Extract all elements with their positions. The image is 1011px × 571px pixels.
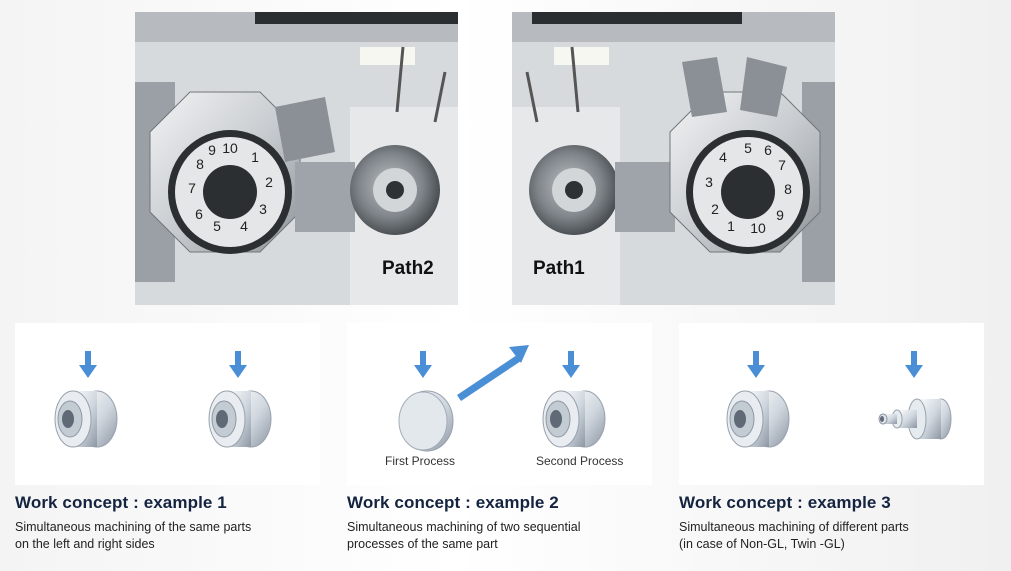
down-arrow-icon (905, 351, 923, 378)
example-1-diagram (15, 323, 320, 485)
diagonal-arrow-icon (457, 345, 529, 401)
down-arrow-icon (79, 351, 97, 378)
svg-text:7: 7 (188, 180, 196, 196)
svg-text:8: 8 (196, 156, 204, 172)
blank-part-icon (398, 390, 454, 452)
example-1-title: Work concept : example 1 (15, 493, 227, 512)
svg-text:7: 7 (778, 157, 786, 173)
stepped-part-icon (726, 390, 790, 448)
path-label: Path1 (533, 258, 585, 279)
svg-text:6: 6 (195, 206, 203, 222)
example-3-title: Work concept : example 3 (679, 493, 891, 512)
svg-text:10: 10 (222, 140, 238, 156)
svg-text:1: 1 (727, 218, 735, 234)
svg-text:2: 2 (265, 174, 273, 190)
stepped-part-icon (54, 390, 118, 448)
svg-text:4: 4 (240, 218, 248, 234)
svg-text:9: 9 (776, 207, 784, 223)
stepped-part-icon (542, 390, 606, 448)
down-arrow-icon (747, 351, 765, 378)
svg-text:8: 8 (784, 181, 792, 197)
shaft-part-icon (878, 398, 952, 440)
down-arrow-icon (229, 351, 247, 378)
svg-text:5: 5 (213, 218, 221, 234)
stepped-part-icon (208, 390, 272, 448)
svg-text:10: 10 (750, 220, 766, 236)
path-label: Path2 (382, 258, 434, 279)
example-3-description: Simultaneous machining of different part… (679, 520, 909, 551)
svg-text:5: 5 (744, 140, 752, 156)
svg-text:3: 3 (259, 201, 267, 217)
caption-first-process: First Process (385, 454, 456, 468)
svg-text:6: 6 (764, 142, 772, 158)
caption-second-process: Second Process (536, 454, 624, 468)
down-arrow-icon (562, 351, 580, 378)
down-arrow-icon (414, 351, 432, 378)
svg-text:4: 4 (719, 149, 727, 165)
example-3-diagram (679, 323, 984, 485)
example-2-title: Work concept : example 2 (347, 493, 559, 512)
machine-photo-path2: 10 1 2 3 4 5 6 7 8 9 Path2 (135, 12, 458, 305)
example-1-description: Simultaneous machining of the same parts… (15, 520, 252, 551)
example-2-description: Simultaneous machining of two sequential… (347, 520, 581, 551)
svg-text:2: 2 (711, 201, 719, 217)
dial-numbers: 5 4 3 2 1 10 9 8 7 6 (705, 140, 792, 236)
svg-text:1: 1 (251, 149, 259, 165)
svg-text:9: 9 (208, 142, 216, 158)
machine-photo-path1: 5 4 3 2 1 10 9 8 7 6 Path1 (512, 12, 835, 305)
example-2-diagram: First Process Second Process (347, 323, 652, 485)
dial-numbers: 10 1 2 3 4 5 6 7 8 9 (188, 140, 273, 234)
machine-illustration: 5 4 3 2 1 10 9 8 7 6 (512, 12, 835, 305)
svg-text:3: 3 (705, 174, 713, 190)
machine-illustration: 10 1 2 3 4 5 6 7 8 9 (135, 12, 458, 305)
